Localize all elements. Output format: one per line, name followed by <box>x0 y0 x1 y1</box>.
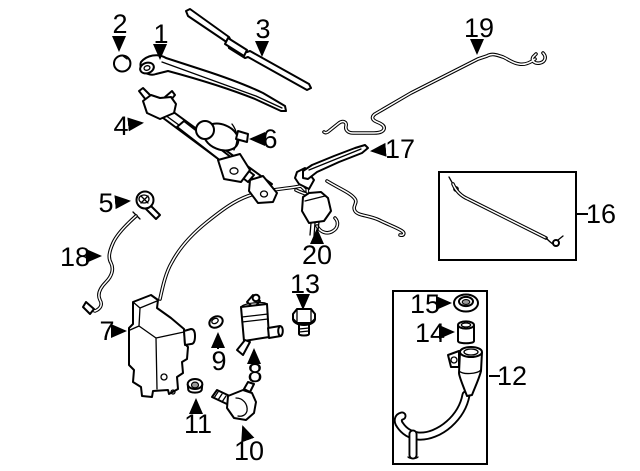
sensor-grommet <box>186 378 204 394</box>
callout-15-label: 15 <box>410 289 440 319</box>
fluid-level-sensor <box>211 381 257 421</box>
callout-1-label: 1 <box>153 19 168 49</box>
hose-connector <box>294 188 340 237</box>
callout-17-arrow <box>370 142 387 157</box>
sensor-body <box>226 389 257 421</box>
callout-1: 1 <box>153 19 169 60</box>
callout-11-label: 11 <box>184 409 212 439</box>
reservoir-pump-port <box>183 328 196 346</box>
nozzle-strip <box>302 144 369 180</box>
wiper-arm-pivot-eye <box>139 61 155 75</box>
callout-18-label: 18 <box>60 242 90 272</box>
pivot-cap <box>113 54 132 73</box>
callout-13-label: 13 <box>290 269 320 299</box>
callout-5: 5 <box>98 188 131 218</box>
pump-grommet <box>208 315 224 329</box>
callout-8: 8 <box>247 348 263 388</box>
inset-box-12 <box>392 290 488 465</box>
callout-12-label: 12 <box>497 361 527 391</box>
linkage-foot <box>248 175 278 204</box>
filler-pipe <box>393 346 483 460</box>
wiper-blade-sleeve <box>224 37 248 57</box>
callout-5-label: 5 <box>98 188 113 218</box>
motor-end-cap <box>195 120 215 140</box>
filler-pipe-box <box>392 290 488 465</box>
filler-filter <box>457 320 475 345</box>
callout-20-label: 20 <box>302 240 332 270</box>
callout-7: 7 <box>99 316 127 346</box>
washer-pump <box>236 293 284 356</box>
callout-9-label: 9 <box>211 346 226 376</box>
washer-hose-19 <box>322 51 547 135</box>
callout-10-label: 10 <box>234 436 264 466</box>
wiper-linkage <box>138 87 278 204</box>
pump-outlet <box>236 339 251 356</box>
filler-neck-tab <box>447 350 460 368</box>
callout-14-label: 14 <box>415 318 445 348</box>
callout-6: 6 <box>249 124 278 154</box>
callout-2: 2 <box>112 9 128 52</box>
motor-shaft <box>235 130 249 143</box>
callout-18: 18 <box>60 242 102 272</box>
callout-10-arrow <box>241 425 255 443</box>
hose-18 <box>82 211 141 315</box>
callout-12: 12 <box>489 361 527 391</box>
callout-8-label: 8 <box>247 358 262 388</box>
callout-4: 4 <box>113 111 144 141</box>
callout-2-label: 2 <box>112 9 127 39</box>
callout-4-arrow <box>127 117 144 132</box>
callout-17-label: 17 <box>385 134 415 164</box>
callout-3: 3 <box>255 14 271 57</box>
callout-9: 9 <box>211 332 227 376</box>
callout-17: 17 <box>370 134 415 164</box>
callout-16: 16 <box>577 199 616 229</box>
reservoir-body <box>128 294 189 398</box>
bolt-hex-head <box>292 308 316 324</box>
callout-11: 11 <box>184 398 212 439</box>
callout-14: 14 <box>415 318 455 348</box>
callout-15: 15 <box>410 289 452 319</box>
callout-20: 20 <box>302 228 332 270</box>
callout-7-label: 7 <box>99 316 114 346</box>
hose-16-box <box>438 171 577 261</box>
callout-19-label: 19 <box>464 13 494 43</box>
washer-nozzle <box>294 144 369 198</box>
washer-reservoir <box>128 294 196 398</box>
callout-13: 13 <box>290 269 320 310</box>
wiper-motor <box>195 120 249 152</box>
linkage-pivot-bracket <box>142 94 177 120</box>
callout-19: 19 <box>464 13 494 55</box>
connector-body <box>301 191 332 224</box>
callout-10: 10 <box>234 425 264 466</box>
pivot-screw <box>135 190 161 220</box>
nozzle-supply-hose <box>325 179 406 237</box>
callout-5-arrow <box>114 195 131 210</box>
callout-6-label: 6 <box>262 124 277 154</box>
callout-16-label: 16 <box>586 199 616 229</box>
wiper-arm <box>139 54 287 112</box>
cap-seal <box>453 293 479 313</box>
callout-4-label: 4 <box>113 111 128 141</box>
bolt <box>292 308 316 337</box>
inset-box-16 <box>438 171 577 261</box>
pump-body <box>240 303 270 342</box>
bolt-shank <box>298 324 310 337</box>
reservoir-filler-hose <box>158 184 307 301</box>
callout-3-label: 3 <box>255 14 270 44</box>
callouts: 1 2 3 4 5 6 7 8 <box>60 9 616 466</box>
wiper-blade <box>185 8 312 91</box>
